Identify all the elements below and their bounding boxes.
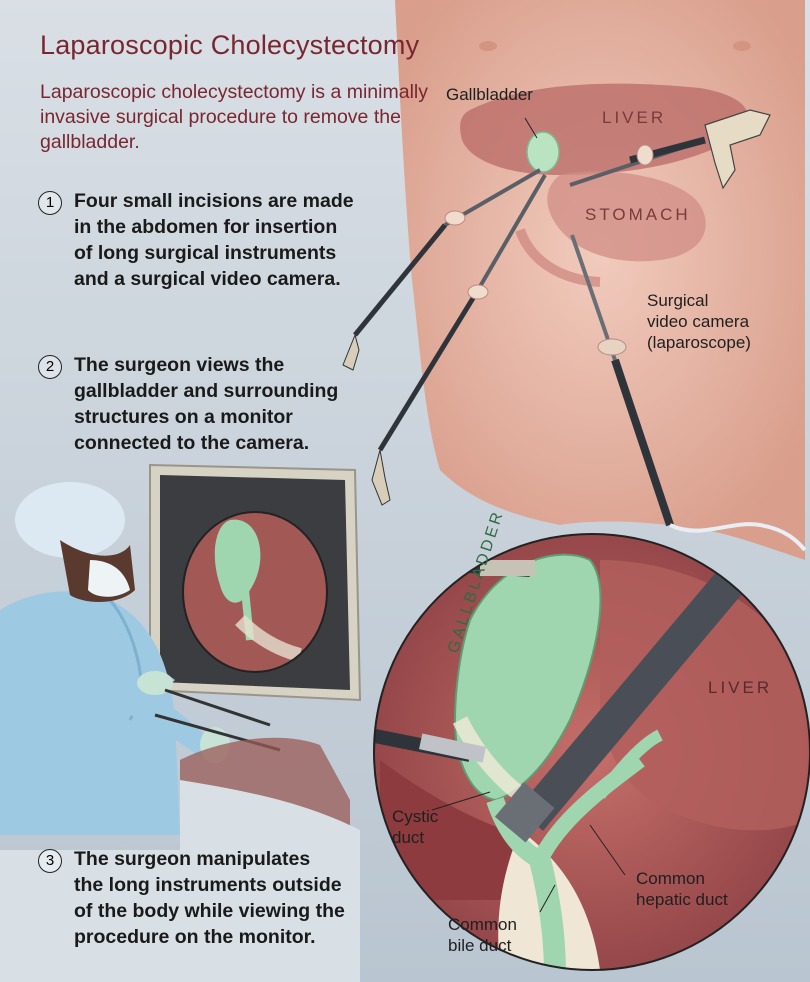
gallbladder-leader — [524, 117, 538, 139]
label-gallbladder: Gallbladder — [446, 85, 533, 104]
step-number: 3 — [38, 849, 62, 873]
step-text: The surgeon manipulates the long instrum… — [74, 848, 345, 948]
label-stomach: STOMACH — [585, 205, 691, 224]
label-common-hepatic-duct: Common hepatic duct — [636, 869, 728, 909]
step-text: The surgeon views the gallbladder and su… — [74, 354, 339, 454]
step-text: Four small incisions are made in the abd… — [74, 190, 354, 290]
label-common-bile-duct: Common bile duct — [448, 915, 517, 955]
step-3: 3 The surgeon manipulates the long instr… — [38, 846, 345, 950]
step-number: 2 — [38, 355, 62, 379]
leader-lines — [431, 791, 626, 913]
monitor — [149, 463, 362, 702]
surgeon — [0, 482, 281, 835]
step-1: 1 Four small incisions are made in the a… — [38, 188, 354, 292]
camera-cable — [669, 522, 807, 552]
step-number: 1 — [38, 191, 62, 215]
stomach-shape — [547, 171, 706, 262]
label-camera: Surgical video camera (laparoscope) — [647, 291, 751, 352]
intro-text: Laparoscopic cholecystectomy is a minima… — [40, 81, 428, 153]
step-2: 2 The surgeon views the gallbladder and … — [38, 352, 338, 456]
label-cystic-duct: Cystic duct — [392, 807, 439, 847]
inset-view — [373, 533, 810, 971]
gallbladder-small — [526, 131, 560, 173]
drape — [0, 780, 360, 982]
label-liver-top: LIVER — [602, 108, 667, 127]
page-title: Laparoscopic Cholecystectomy — [40, 30, 420, 60]
label-liver-inset: LIVER — [708, 678, 773, 697]
abdomen-instruments — [342, 109, 771, 527]
